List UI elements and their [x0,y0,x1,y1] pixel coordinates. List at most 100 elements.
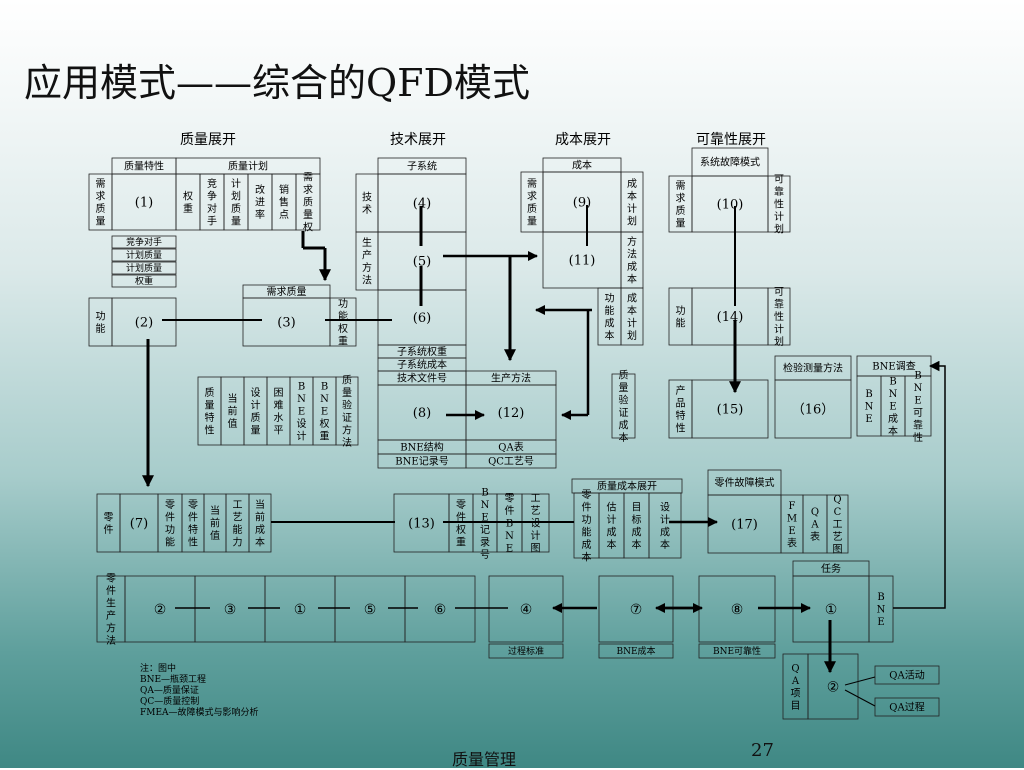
box-n2: (2) [111,297,177,347]
box-text: 件 [188,511,198,523]
box-text: 性 [676,421,686,434]
section-header: 成本展开 [555,132,611,148]
box-text: 成 [632,526,642,538]
box-bt-3: BNE记录号 [377,453,467,469]
box-qp-c5: 销售点 [271,173,297,231]
box-text: F [789,501,796,512]
box-text: 力 [233,535,243,548]
box-text: 量 [342,387,352,399]
box-text: 功 [582,514,592,526]
box-text: 性 [205,423,215,436]
box-text: 生产方法 [491,372,531,385]
box-c7-l: BNE成本 [598,643,674,659]
box-text: 改 [255,183,265,196]
box-n11: (11) [542,231,622,289]
box-text: 本 [627,272,637,285]
box-rq-h: 需求质量 [242,284,331,299]
box-text: 需求质量 [267,286,307,298]
box-text: B [506,519,513,530]
box-text: 对 [207,202,217,215]
box-text: 求 [676,192,686,204]
box-qp-head1: 质量特性 [111,157,177,175]
box-text: N [889,389,898,400]
box-pp-2: ③ [194,575,266,643]
box-text: N [505,531,514,542]
box-text: 竞 [207,177,217,190]
box-text: 功 [165,524,175,536]
box-text: (7) [130,517,148,532]
box-text: 划 [627,214,637,227]
box-text: (3) [277,316,295,331]
box-text: 难 [274,399,284,411]
box-text: 性 [188,535,198,548]
box-text: C [834,507,842,518]
box-text: 零 [505,493,515,505]
box-text: 可 [774,287,784,298]
box-text: 特 [205,412,215,424]
box-text: 量 [303,209,313,221]
box-text: 功 [605,292,615,304]
page-number: 27 [751,740,774,761]
box-pfm-h: 零件故障模式 [707,469,782,496]
box-task-bne: BNE [868,575,894,643]
box-text: ⑤ [364,602,377,618]
box-text: B [865,389,872,400]
box-text: 件 [106,585,116,597]
box-text: 前 [255,510,265,523]
box-text: 前 [210,517,220,530]
box-text: 目 [632,502,642,513]
box-text: M [787,513,797,524]
box-text: 重 [456,535,466,548]
box-text: 证 [342,412,352,424]
box-text: 法 [627,247,637,260]
box-text: 法 [362,273,372,286]
box-text: 售 [279,196,289,209]
box-text: E [321,407,328,418]
box-pt-3: 当前值 [203,493,227,553]
box-text: (15) [717,403,744,418]
legend-note: 注：图中 [140,662,176,674]
box-text: (13) [408,517,435,532]
box-n12: (12) [465,384,557,441]
box-text: 性 [774,310,784,323]
box-rel-req: 需求质量 [668,175,693,233]
box-text: 质 [231,203,241,215]
box-c8-l: BNE可靠性 [698,643,776,659]
box-text: (11) [569,254,596,269]
box-text: 权重 [135,275,153,287]
box-bi-1: BNE [856,375,882,437]
box-text: N [320,394,329,405]
box-text: ② [827,680,840,696]
box-text: 质 [676,205,686,217]
box-qv-2: 当前值 [220,376,245,446]
box-text: 划 [774,335,784,348]
box-text: 技 [362,190,372,203]
box-text: (17) [731,518,758,533]
box-text: 困 [274,387,284,399]
box-text: 质 [205,387,215,399]
box-text: （16） [792,403,835,418]
box-ss-pm: 生产方法 [355,231,379,291]
box-text: 法 [342,436,352,449]
box-text: B [321,382,328,393]
box-text: ① [294,602,307,618]
box-n17: (17) [707,494,782,554]
box-text: 验 [619,393,629,406]
box-text: 量 [251,424,261,436]
box-text: 估 [607,500,617,513]
box-text: 质量成本展开 [597,480,657,493]
box-text: 特 [676,410,686,422]
box-text: (12) [498,406,525,421]
box-text: 验 [342,398,352,411]
box-pp-4: ⑤ [334,575,406,643]
box-rel-fn: 功能 [668,287,693,346]
box-text: 本 [627,304,637,317]
box-text: 需 [96,178,106,190]
box-bt-2: QA表 [465,439,557,455]
